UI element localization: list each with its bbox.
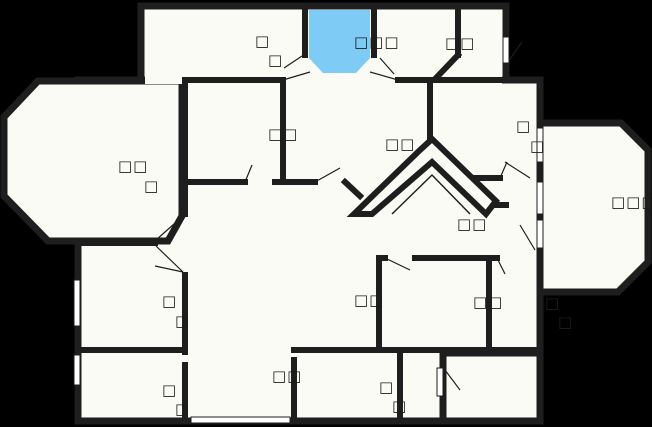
room-label-top-left-2: □ [268,51,284,69]
wall [431,50,463,83]
room-label-center: □□ [457,215,488,233]
room-label-left-lower-1: □ [162,292,178,310]
room-label-upper-right-2: □ [530,137,546,155]
floor-merge [145,76,502,84]
room-label-upper-right-1: □ [516,117,532,135]
room-label-right-octagon: □□□ [611,193,652,211]
room-label-bottom-left-2: □ [175,400,191,418]
door-swing [155,245,184,273]
door-swing [384,257,411,271]
door-swing [283,55,303,69]
door-swing [282,71,311,81]
door-swing [244,164,253,183]
room-label-bottom-right-1: □ [379,378,395,396]
room-label-bottom-left-1: □ [162,381,178,399]
room-label-exterior-1: □ [545,294,561,312]
wall [340,177,365,201]
room-label-left-octagon-1: □□ [118,157,149,175]
room-label-left-octagon-2: □ [144,177,160,195]
window [536,219,544,249]
room-label-exterior-2: □ [558,313,574,331]
window [73,354,81,386]
left-octagon-floor [0,77,186,245]
door-swing [499,161,508,179]
window [436,367,444,397]
room-label-mid-right-a: □□ [354,291,385,309]
room-label-mid-right-b: □□ [473,293,504,311]
room-label-center-upper: □□ [385,135,416,153]
window [73,279,81,327]
door-swing [496,257,506,275]
room-label-corridor: □□ [272,367,303,385]
window [536,181,544,215]
room-label-upper-left: □□ [268,125,299,143]
door-swing [154,265,184,273]
bay-window-highlight [309,10,370,73]
corridor-inner [391,173,471,215]
door-swing [504,161,531,179]
room-label-left-lower-2: □ [175,312,191,330]
room-label-top-bay: □□□ [354,33,400,51]
room-label-top-right: □□ [445,34,476,52]
window [190,416,291,424]
room-label-top-left-1: □ [255,32,271,50]
door-swing [519,224,536,251]
room-label-bottom-right-2: □ [392,397,408,415]
door-swing [369,71,399,81]
corridor-chevron [346,134,501,219]
door-swing [155,215,184,241]
window [536,127,544,163]
door-swing [314,167,341,183]
door-swing [444,369,461,391]
window [502,36,510,64]
door-swing [379,57,395,75]
